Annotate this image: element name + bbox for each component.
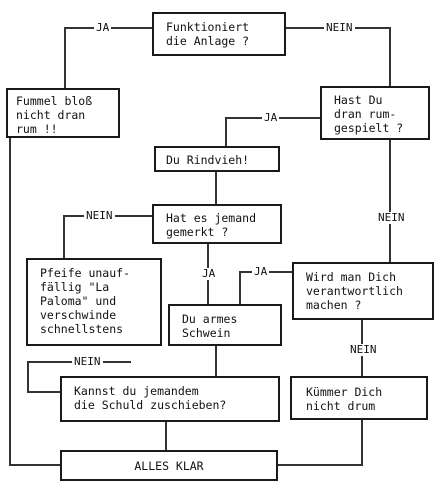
label-ja-hast: JA (262, 111, 280, 124)
label-nein-hast: NEIN (376, 211, 407, 224)
node-funktioniert: Funktioniert die Anlage ? (152, 12, 286, 56)
node-pfeife: Pfeife unauf- fällig "La Paloma" und ver… (26, 258, 162, 346)
label-ja-gemerkt: JA (200, 267, 218, 280)
edge-kummer-to-allesklar (277, 419, 363, 466)
label-ja-verantwortlich: JA (252, 265, 270, 278)
node-alles-klar: ALLES KLAR (60, 450, 278, 481)
edge-nein-top (285, 27, 391, 87)
label-nein-top: NEIN (324, 21, 355, 34)
edge-ja-hast (225, 117, 321, 147)
node-gemerkt: Hat es jemand gemerkt ? (152, 204, 282, 244)
label-nein-schuld: NEIN (72, 355, 103, 368)
node-hast-du: Hast Du dran rum- gespielt ? (320, 86, 430, 140)
edge-ja-verantwortlich (239, 271, 293, 305)
node-rindvieh: Du Rindvieh! (154, 146, 280, 172)
node-armes-schwein: Du armes Schwein (168, 304, 282, 346)
edge-ja-top (64, 27, 153, 89)
label-ja-top: JA (94, 21, 112, 34)
node-schuld: Kannst du jemandem die Schuld zuschieben… (60, 376, 280, 422)
label-nein-verantwortlich: NEIN (348, 343, 379, 356)
node-verantwortlich: Wird man Dich verantwortlich machen ? (292, 262, 434, 320)
node-fummel: Fummel bloß nicht dran rum !! (6, 88, 120, 138)
node-kummer: Kümmer Dich nicht drum (290, 376, 428, 420)
edge-nein-gemerkt (63, 215, 153, 259)
label-nein-gemerkt: NEIN (84, 209, 115, 222)
edge-fummel-to-allesklar (9, 135, 61, 466)
